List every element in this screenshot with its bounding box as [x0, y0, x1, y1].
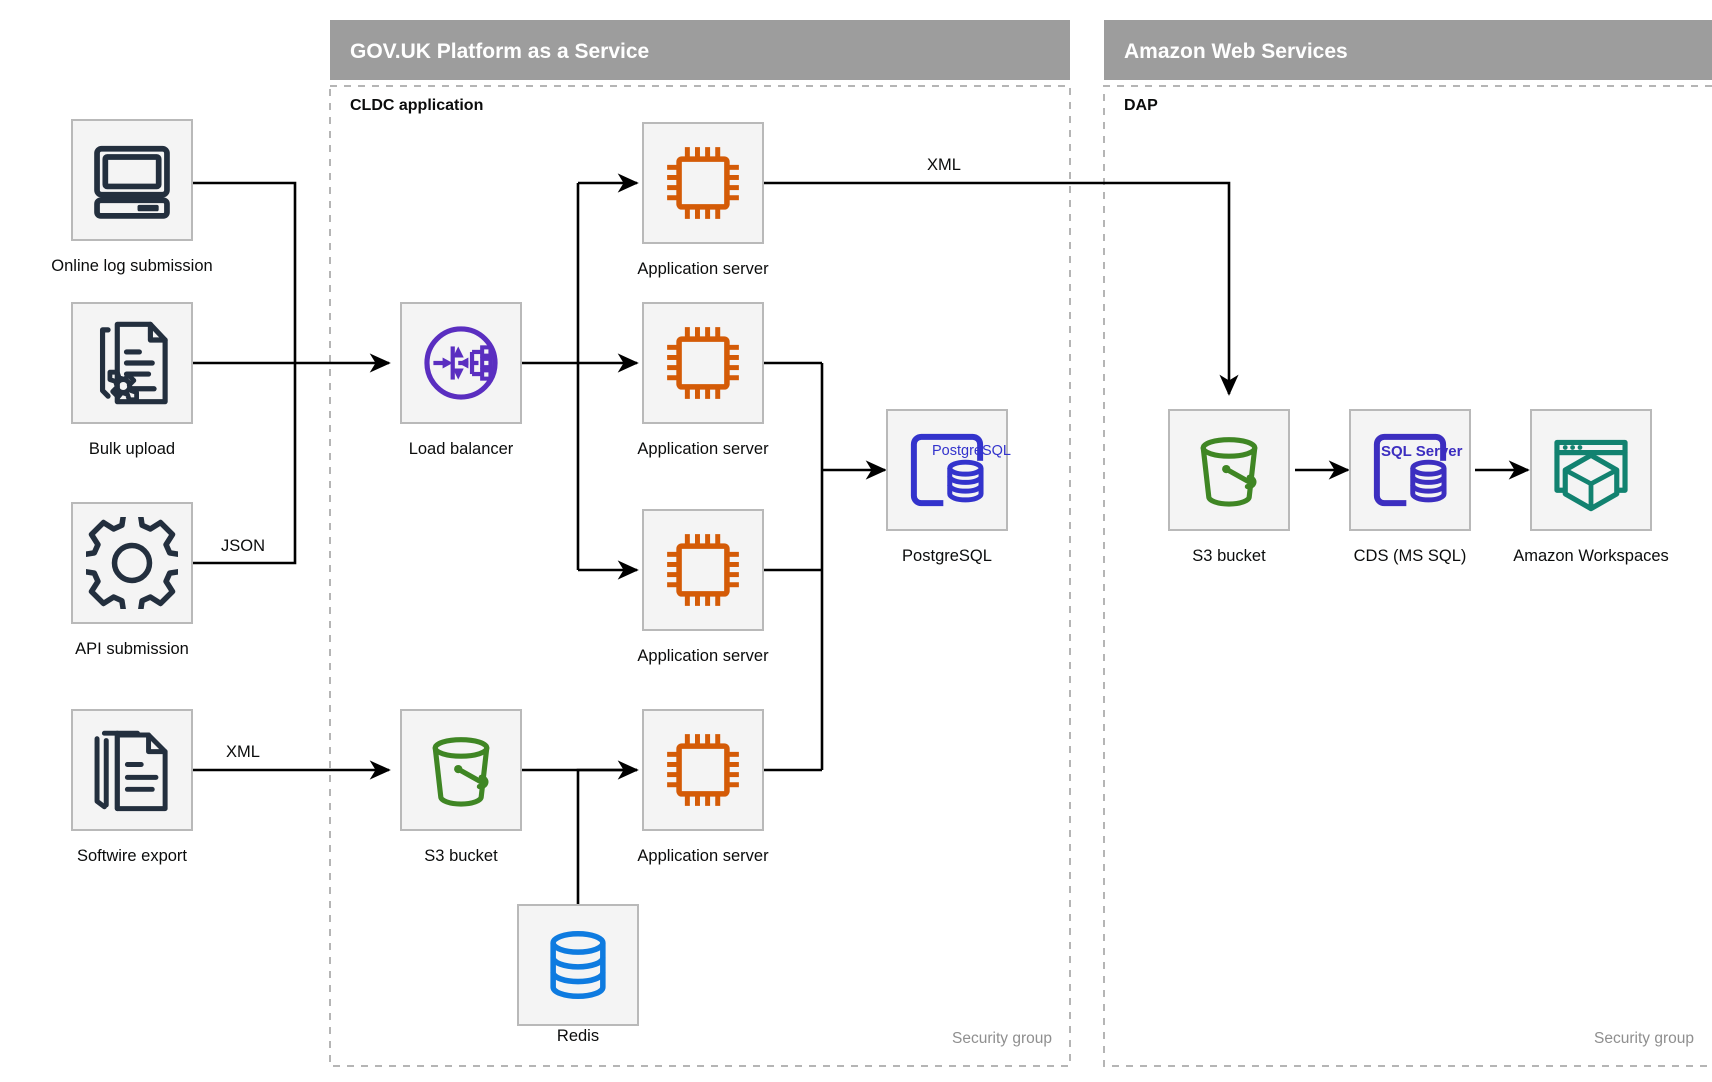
node-postgresql[interactable]: PostgreSQL PostgreSQL: [886, 409, 1011, 565]
node-app-server-4[interactable]: Application server: [637, 709, 769, 865]
online-log-submission-box[interactable]: [71, 119, 193, 241]
node-cds-ms-sql[interactable]: SQL Server CDS (MS SQL): [1349, 409, 1471, 565]
panel-aws-title: Amazon Web Services: [1124, 40, 1348, 63]
app-server-1-box[interactable]: [642, 122, 764, 244]
node-load-balancer[interactable]: Load balancer: [400, 302, 522, 458]
app-server-1-label: Application server: [637, 260, 769, 278]
s3-bucket-paas-label: S3 bucket: [424, 847, 498, 865]
panel-paas: GOV.UK Platform as a Service CLDC applic…: [329, 20, 1071, 1067]
app-server-3-label: Application server: [637, 647, 769, 665]
amazon-workspaces-label: Amazon Workspaces: [1513, 547, 1669, 565]
postgresql-label: PostgreSQL: [902, 547, 992, 565]
softwire-export-box[interactable]: [71, 709, 193, 831]
panel-aws: Amazon Web Services DAP Security group: [1103, 20, 1712, 1067]
connector-app-server-1-to-aws-s3: [763, 181, 1239, 396]
node-bulk-upload[interactable]: Bulk upload: [71, 302, 193, 458]
node-online-log-submission[interactable]: Online log submission: [51, 119, 213, 275]
app-server-3-box[interactable]: [642, 509, 764, 631]
edge-label-xml-softwire: XML: [226, 743, 260, 761]
app-server-2-label: Application server: [637, 440, 769, 458]
sql-server-icon-text: SQL Server: [1381, 443, 1463, 460]
connector-redis-to-app-server-4: [576, 768, 637, 905]
zone-cldc-application-title: CLDC application: [350, 97, 483, 114]
connectors: [192, 173, 1530, 905]
cds-ms-sql-label: CDS (MS SQL): [1354, 547, 1467, 565]
panel-aws-header-bar: [1104, 20, 1712, 80]
redis-label: Redis: [557, 1027, 599, 1045]
node-amazon-workspaces[interactable]: Amazon Workspaces: [1513, 409, 1669, 565]
node-redis[interactable]: Redis: [517, 904, 639, 1045]
edge-label-json: JSON: [221, 537, 265, 555]
softwire-export-label: Softwire export: [77, 847, 187, 865]
app-server-2-box[interactable]: [642, 302, 764, 424]
api-submission-label: API submission: [75, 640, 189, 658]
bulk-upload-label: Bulk upload: [89, 440, 175, 458]
zone-cldc-application-border: [329, 85, 1071, 1067]
connector-api-submission-to-bus: [192, 363, 297, 565]
zone-dap-title: DAP: [1124, 97, 1158, 114]
aws-security-group-footnote: Security group: [1594, 1030, 1694, 1047]
panel-paas-header-bar: [330, 20, 1070, 80]
edge-label-xml-export: XML: [927, 156, 961, 174]
connector-online-log-to-bus: [192, 181, 297, 363]
online-log-submission-label: Online log submission: [51, 257, 212, 275]
api-submission-box[interactable]: [71, 502, 193, 624]
app-server-4-label: Application server: [637, 847, 769, 865]
app-server-4-box[interactable]: [642, 709, 764, 831]
node-s3-bucket-paas[interactable]: S3 bucket: [400, 709, 522, 865]
node-app-server-3[interactable]: Application server: [637, 509, 769, 665]
panel-paas-title: GOV.UK Platform as a Service: [350, 40, 649, 63]
node-softwire-export[interactable]: Softwire export: [71, 709, 193, 865]
node-app-server-1[interactable]: Application server: [637, 122, 769, 278]
node-app-server-2[interactable]: Application server: [637, 302, 769, 458]
node-api-submission[interactable]: API submission: [71, 502, 193, 658]
load-balancer-label: Load balancer: [409, 440, 514, 458]
s3-bucket-aws-label: S3 bucket: [1192, 547, 1266, 565]
postgresql-icon-text: PostgreSQL: [932, 443, 1011, 459]
node-s3-bucket-aws[interactable]: S3 bucket: [1168, 409, 1290, 565]
paas-security-group-footnote: Security group: [952, 1030, 1052, 1047]
zone-dap-border: [1103, 85, 1712, 1067]
